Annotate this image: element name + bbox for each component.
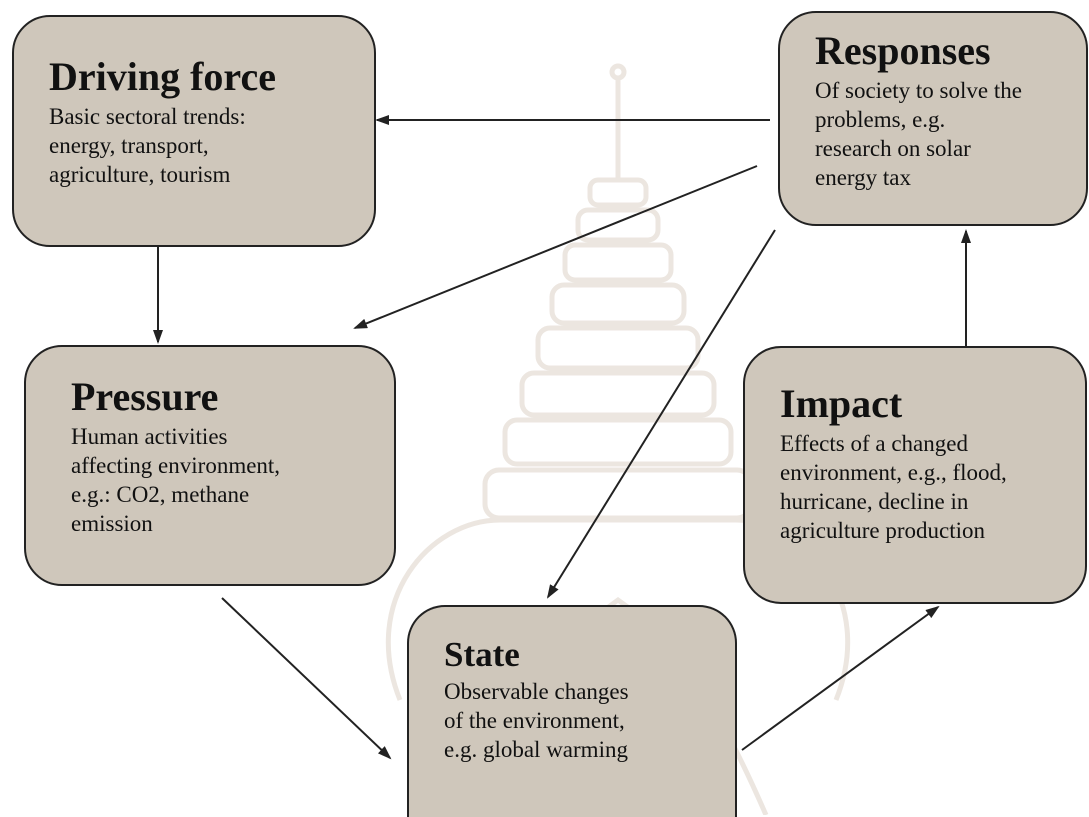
description-line: e.g.: CO2, methane	[71, 481, 250, 507]
description-line: Basic sectoral trends:	[49, 104, 246, 129]
node-impact: Impact Effects of a changed environment,…	[743, 346, 1087, 604]
node-description: Effects of a changed environment, e.g., …	[780, 430, 1075, 546]
node-state: State Observable changes of the environm…	[407, 605, 737, 817]
arrow-responses-to-pressure	[353, 165, 758, 329]
description-line: energy, transport,	[49, 132, 209, 158]
arrow-pressure-to-state	[221, 597, 392, 760]
description-line: Observable changes	[444, 679, 629, 704]
node-description: Basic sectoral trends: energy, transport…	[49, 103, 354, 190]
description-line: hurricane, decline in	[780, 488, 969, 514]
description-line: energy tax	[815, 164, 912, 190]
node-title: Pressure	[71, 374, 219, 419]
description-line: of the environment,	[444, 707, 625, 733]
description-line: research on solar	[815, 135, 971, 161]
node-title: Driving force	[49, 54, 276, 99]
description-line: Effects of a changed	[780, 431, 968, 456]
description-line: affecting environment,	[71, 452, 281, 478]
node-title: State	[444, 635, 520, 674]
node-responses: Responses Of society to solve the proble…	[778, 11, 1088, 226]
description-line: emission	[71, 510, 153, 536]
node-pressure: Pressure Human activities affecting envi…	[24, 345, 396, 586]
node-title: Responses	[815, 28, 991, 73]
description-line: agriculture production	[780, 517, 986, 543]
node-title: Impact	[780, 381, 903, 426]
node-description: Observable changes of the environment, e…	[444, 678, 725, 765]
description-line: agriculture, tourism	[49, 161, 231, 187]
description-line: Human activities	[71, 424, 228, 449]
description-line: problems, e.g.	[815, 106, 946, 132]
description-line: e.g. global warming	[444, 736, 628, 762]
arrow-responses-to-state	[546, 229, 776, 599]
node-description: Human activities affecting environment, …	[71, 423, 380, 539]
node-driving-force: Driving force Basic sectoral trends: ene…	[12, 15, 376, 247]
description-line: environment, e.g., flood,	[780, 459, 1007, 485]
arrow-state-to-impact	[741, 605, 940, 751]
description-line: Of society to solve the	[815, 78, 1022, 103]
node-description: Of society to solve the problems, e.g. r…	[815, 77, 1076, 193]
